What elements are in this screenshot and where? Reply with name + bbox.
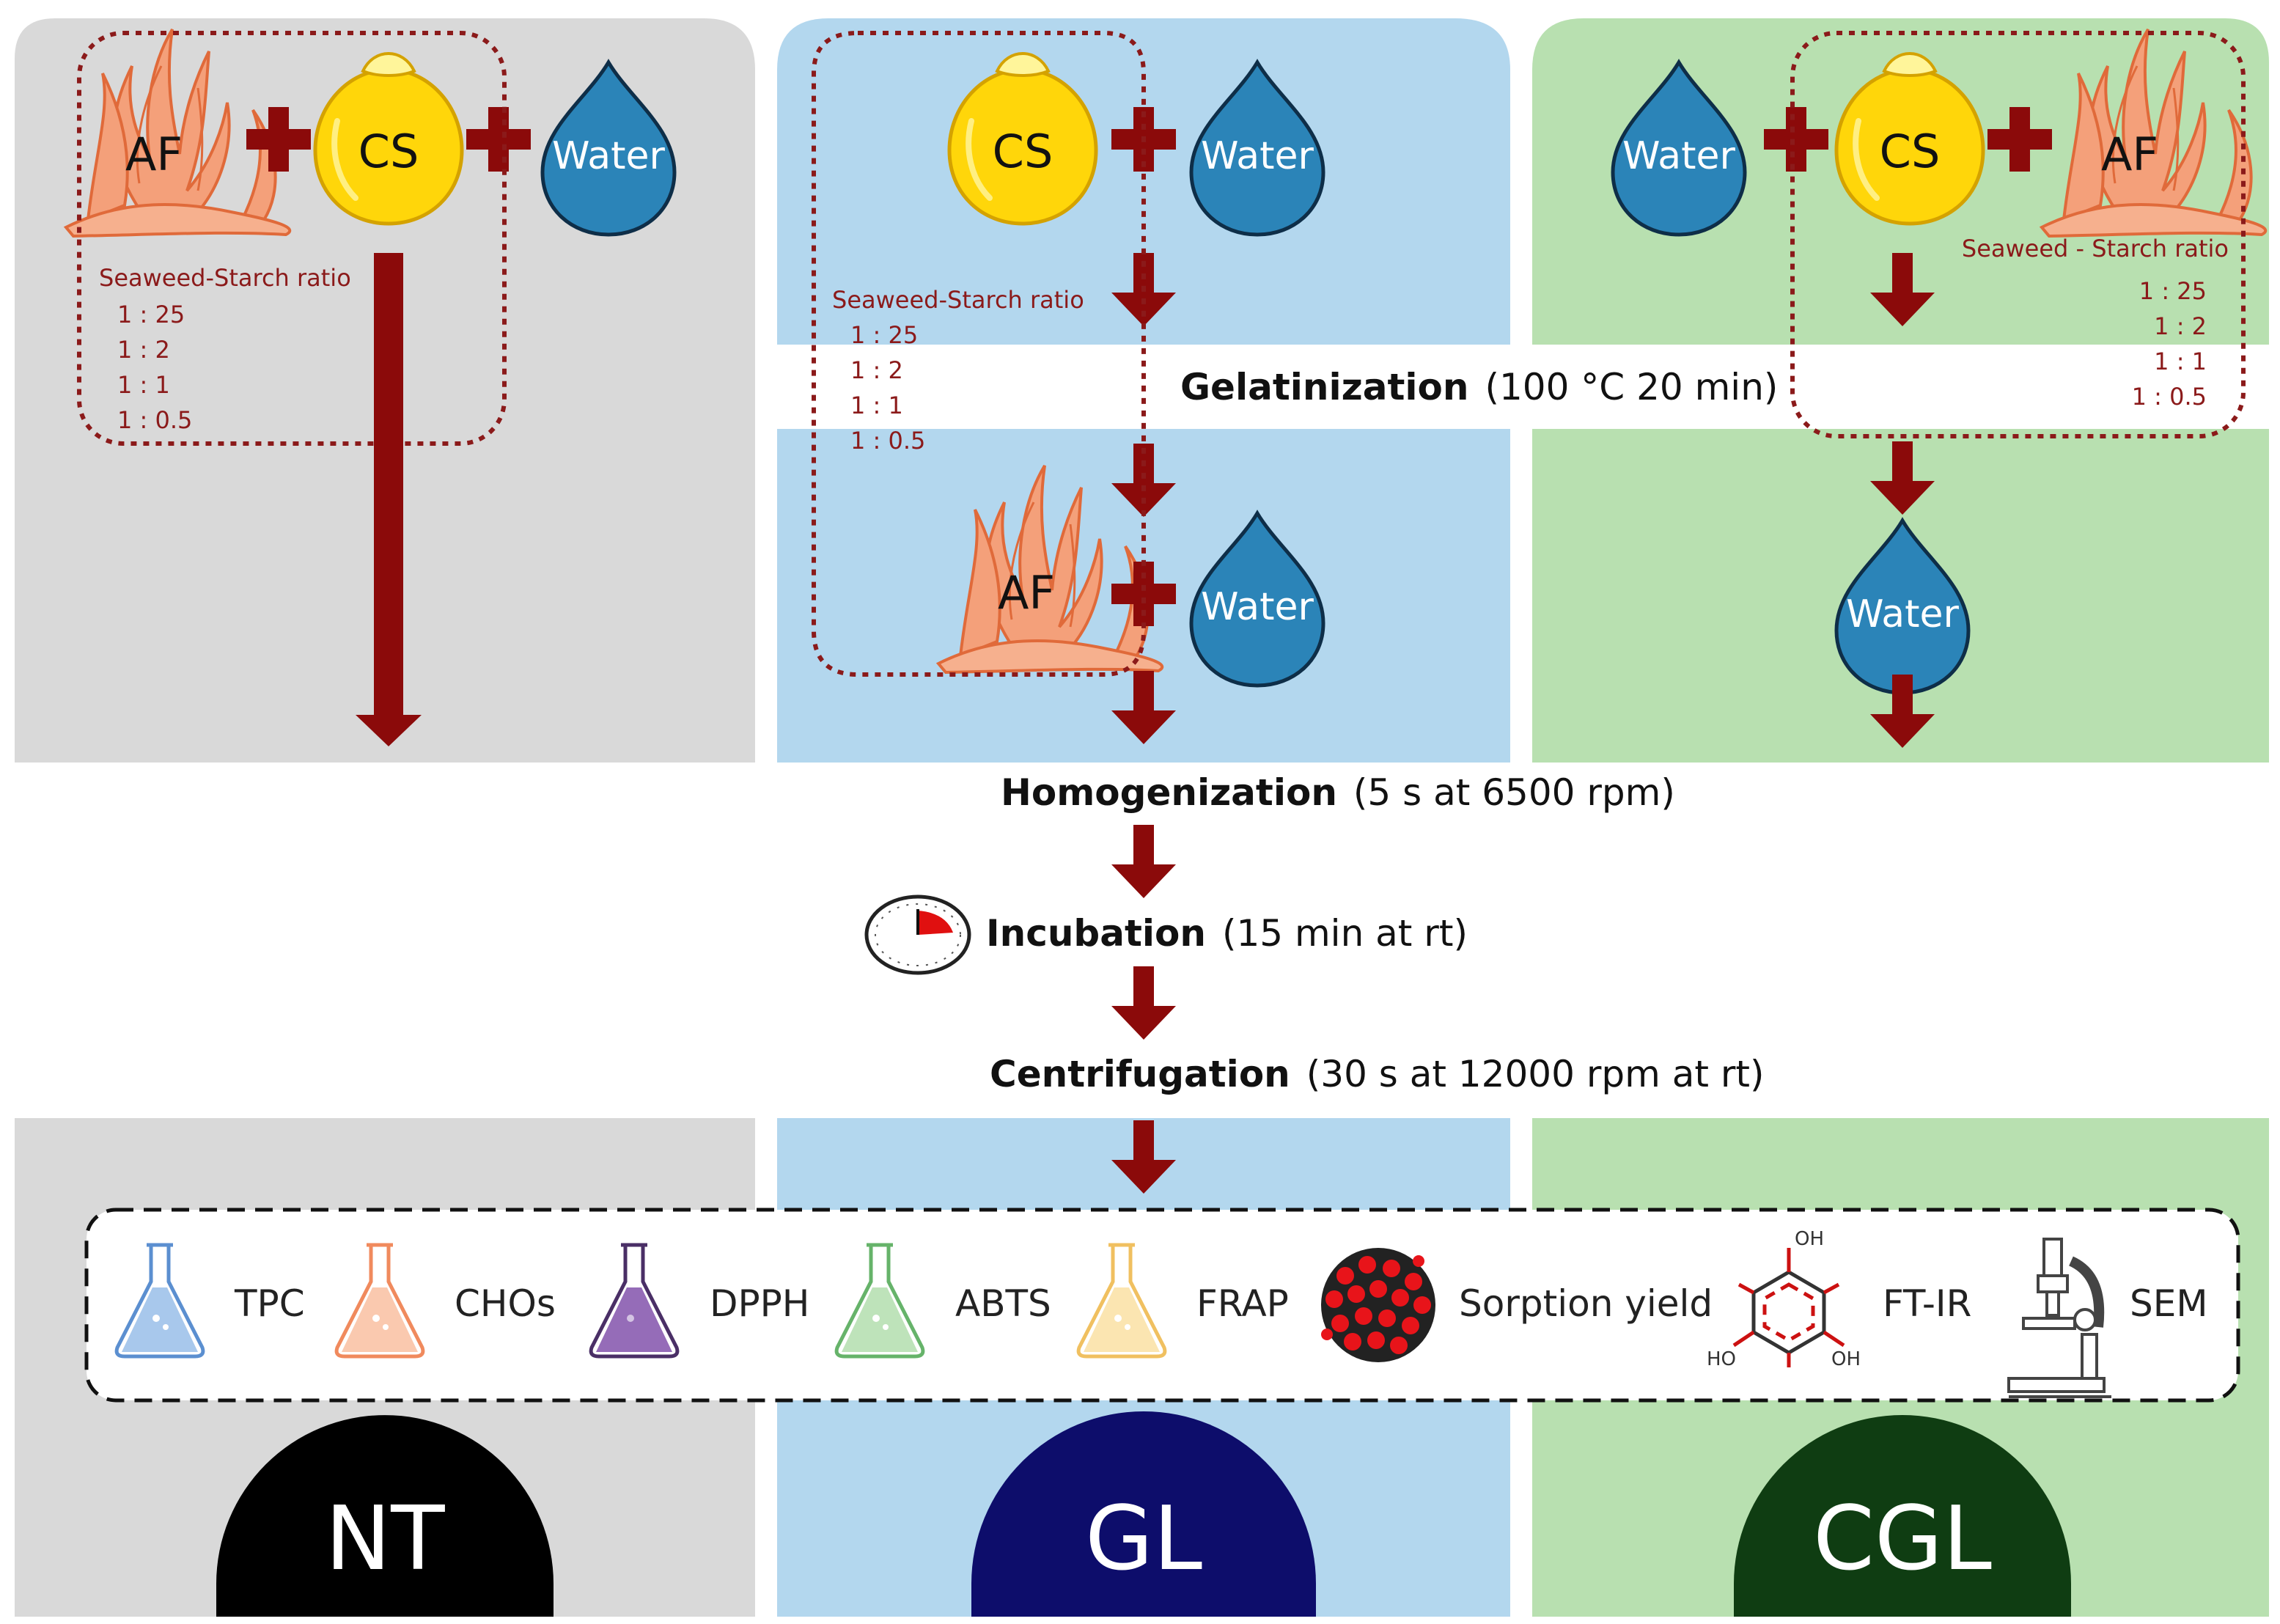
badge-label: NT <box>325 1488 445 1590</box>
centrifugation-step: Centrifugation (30 s at 12000 rpm at rt) <box>990 1053 1765 1095</box>
analysis-label: FRAP <box>1196 1282 1289 1325</box>
ratio-value: 1 : 0.5 <box>117 406 192 434</box>
molecule-icon: OH OH HO <box>1707 1228 1861 1370</box>
down-arrow <box>1111 825 1176 898</box>
ratio-value: 1 : 2 <box>850 356 903 384</box>
step-name: Gelatinization <box>1180 366 1468 408</box>
cs-label: CS <box>993 125 1053 178</box>
badge-label: GL <box>1085 1488 1202 1590</box>
step-conditions: (100 °C 20 min) <box>1485 366 1778 408</box>
analysis-label: Sorption yield <box>1459 1282 1713 1325</box>
ratio-value: 1 : 1 <box>850 392 903 419</box>
badge-gl: GL <box>971 1411 1316 1617</box>
water-label: Water <box>552 134 665 178</box>
step-name: Incubation <box>986 912 1206 955</box>
microscope-icon <box>2007 1238 2111 1398</box>
long-arrow <box>356 253 422 746</box>
sorbent-particle-icon <box>1321 1248 1435 1362</box>
cs-label: CS <box>1880 125 1941 178</box>
analysis-label: ABTS <box>955 1282 1051 1325</box>
ratio-value: 1 : 25 <box>2139 277 2207 305</box>
badge-nt: NT <box>216 1415 554 1617</box>
water-label: Water <box>1622 134 1735 178</box>
water-label: Water <box>1201 134 1314 178</box>
analysis-label: SEM <box>2130 1282 2207 1325</box>
flask-icon <box>117 1245 203 1356</box>
step-name: Homogenization <box>1001 771 1337 814</box>
ratio-value: 1 : 2 <box>117 336 170 364</box>
ratio-title: Seaweed-Starch ratio <box>832 286 1084 314</box>
step-name: Centrifugation <box>990 1053 1290 1095</box>
ratio-value: 1 : 1 <box>2154 348 2207 375</box>
flask-icon <box>836 1245 923 1356</box>
cs-label: CS <box>358 125 419 178</box>
incubation-step: Incubation (15 min at rt) <box>986 912 1468 955</box>
flask-icon <box>337 1245 423 1356</box>
down-arrow <box>1111 966 1176 1040</box>
water-label: Water <box>1846 592 1959 636</box>
step-conditions: (15 min at rt) <box>1222 912 1468 955</box>
ratio-group-outline <box>812 31 1146 677</box>
ratio-group-outline <box>1790 31 2246 438</box>
water-label: Water <box>1201 585 1314 629</box>
ratio-value: 1 : 1 <box>117 371 170 399</box>
ratio-title: Seaweed-Starch ratio <box>99 264 351 292</box>
analysis-label: CHOs <box>455 1282 556 1325</box>
hydroxyl-label: OH <box>1831 1348 1861 1370</box>
ratio-value: 1 : 0.5 <box>850 427 925 455</box>
flask-icon <box>591 1245 677 1356</box>
step-conditions: (30 s at 12000 rpm at rt) <box>1306 1053 1765 1095</box>
ratio-value: 1 : 25 <box>850 321 918 349</box>
step-conditions: (5 s at 6500 rpm) <box>1353 771 1675 814</box>
nt-inputs: AF CS Water Seaweed-Starch ratio 1 : 25 … <box>65 28 674 746</box>
badge-label: CGL <box>1813 1488 1992 1590</box>
gelatinization-step: Gelatinization (100 °C 20 min) <box>1180 366 1778 408</box>
hydroxyl-label: OH <box>1795 1228 1824 1250</box>
analysis-label: DPPH <box>710 1282 809 1325</box>
hydroxyl-label: HO <box>1707 1348 1736 1370</box>
ratio-value: 1 : 25 <box>117 301 185 328</box>
badge-cgl: CGL <box>1734 1415 2071 1617</box>
flask-icon <box>1078 1245 1165 1356</box>
ratio-value: 1 : 0.5 <box>2132 383 2207 411</box>
analysis-label: FT-IR <box>1883 1282 1971 1325</box>
homogenization-step: Homogenization (5 s at 6500 rpm) <box>1001 771 1675 814</box>
gelatinization-band <box>777 345 2269 429</box>
ratio-value: 1 : 2 <box>2154 312 2207 340</box>
cgl-inputs: Water CS AF Seaweed - Starch ratio 1 : 2… <box>1613 28 2268 748</box>
af-label: AF <box>2101 128 2158 181</box>
clock-icon <box>864 894 971 975</box>
ratio-title: Seaweed - Starch ratio <box>1962 235 2229 262</box>
gl-inputs: CS Water AF Water Seaweed-Starch ratio 1… <box>812 31 1323 744</box>
af-label: AF <box>125 128 183 181</box>
analysis-label: TPC <box>234 1282 305 1325</box>
analyses-row: TPC CHOs DPPH ABTS FRAP <box>117 1228 2207 1398</box>
af-label: AF <box>998 566 1055 620</box>
